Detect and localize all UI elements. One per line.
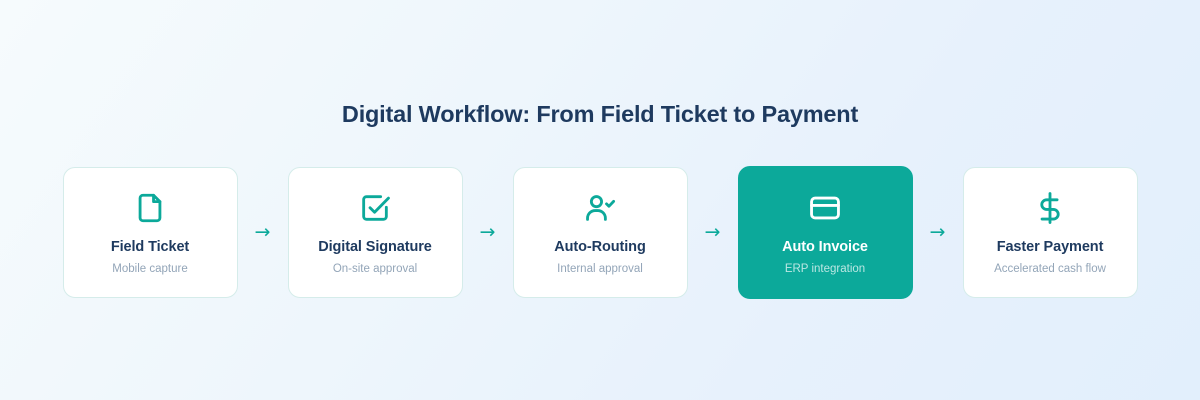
arrow-right-icon-1: → xyxy=(254,220,271,243)
workflow-steps-row: Field Ticket Mobile capture → Digital Si… xyxy=(0,165,1200,299)
step-title: Field Ticket xyxy=(110,239,190,255)
step-subtitle: On-site approval xyxy=(332,262,418,275)
check-square-icon xyxy=(358,189,392,227)
file-document-icon xyxy=(133,189,167,227)
workflow-step-field-ticket[interactable]: Field Ticket Mobile capture xyxy=(62,166,238,298)
step-title: Faster Payment xyxy=(996,239,1104,255)
credit-card-icon xyxy=(808,189,842,227)
workflow-step-auto-invoice[interactable]: Auto Invoice ERP integration xyxy=(737,165,913,299)
page-title: Digital Workflow: From Field Ticket to P… xyxy=(341,101,859,127)
arrow-right-icon-2: → xyxy=(479,220,496,243)
step-title: Auto-Routing xyxy=(554,239,646,255)
workflow-step-digital-signature[interactable]: Digital Signature On-site approval xyxy=(287,166,463,298)
workflow-step-faster-payment[interactable]: Faster Payment Accelerated cash flow xyxy=(962,166,1138,298)
arrow-right-icon-3: → xyxy=(704,220,721,243)
step-title: Digital Signature xyxy=(318,239,432,255)
arrow-right-icon-4: → xyxy=(929,220,946,243)
step-subtitle: Mobile capture xyxy=(112,262,188,275)
workflow-step-auto-routing[interactable]: Auto-Routing Internal approval xyxy=(512,166,688,298)
step-subtitle: ERP integration xyxy=(784,262,866,275)
step-subtitle: Accelerated cash flow xyxy=(994,262,1106,275)
user-check-icon xyxy=(583,189,617,227)
step-subtitle: Internal approval xyxy=(557,262,643,275)
step-title: Auto Invoice xyxy=(782,239,868,255)
dollar-sign-icon xyxy=(1033,189,1067,227)
